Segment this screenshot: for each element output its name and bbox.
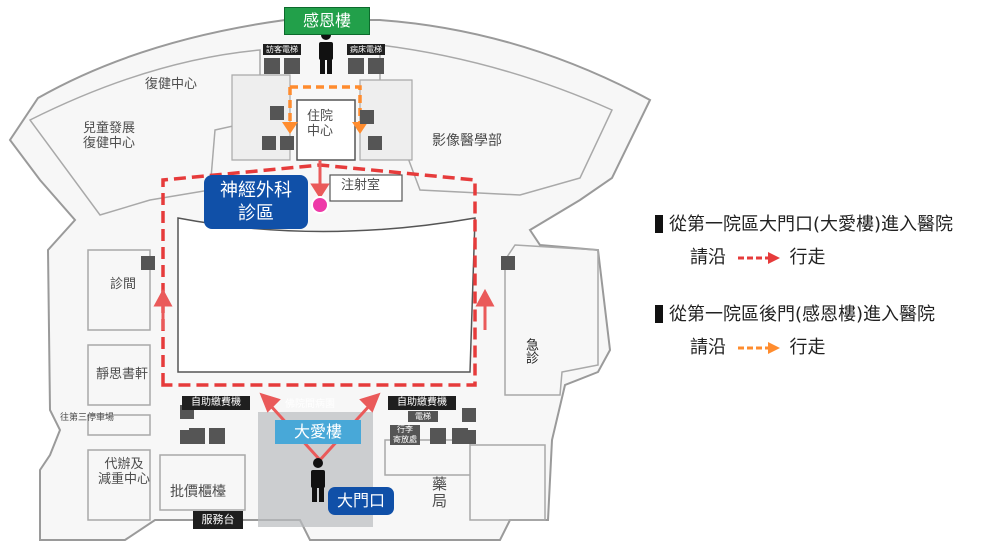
person-icon — [311, 458, 325, 502]
elevator-icon — [141, 58, 515, 444]
legend-item-back-gate: 從第一院區後門(感恩樓)進入醫院 — [655, 300, 935, 326]
service-desk-sign: 服務台 — [193, 511, 243, 529]
legend-post-text: 行走 — [789, 247, 826, 268]
payment-label: 代辦及 減重中心 — [98, 457, 151, 487]
buddhist-ward-label: 佛院間病園 — [285, 399, 335, 410]
pricing-label: 批價櫃檯 — [170, 484, 226, 500]
legend-item-back-gate-route: 請沿 行走 — [690, 333, 825, 359]
injection-label: 注射室 — [341, 178, 381, 193]
orange-route-arrows — [282, 122, 368, 134]
rehab-label: 復健中心 — [145, 77, 198, 92]
self-pay-sign-left: 自助繳費機 — [182, 396, 250, 410]
clinic-label: 診間 — [110, 277, 137, 292]
red-dashed-arrow-icon — [737, 252, 780, 264]
imaging-label: 影像醫學部 — [432, 133, 502, 149]
inpatient-label: 住院 中心 — [307, 109, 334, 139]
legend-main-gate-title: 從第一院區大門口(大愛樓)進入醫院 — [669, 214, 954, 235]
legend-item-main-gate-route: 請沿 行走 — [690, 243, 825, 269]
ward-elevator-sign: 病床電梯 — [347, 44, 385, 55]
injection-box — [329, 174, 403, 202]
parking-label: 往第三停車場 — [60, 413, 115, 423]
main-gate-tag: 大門口 — [328, 487, 394, 515]
gratitude-building-tag: 感恩樓 — [284, 7, 370, 35]
inner-walls — [28, 44, 614, 521]
self-pay-sign-right: 自助繳費機 — [388, 396, 456, 410]
pharmacy-label: 藥 局 — [432, 475, 448, 511]
legend-back-gate-title: 從第一院區後門(感恩樓)進入醫院 — [669, 304, 936, 325]
luggage-sign: 行李 寄放處 — [390, 425, 420, 445]
visitor-elevator-sign: 訪客電梯 — [263, 44, 301, 55]
destination-marker — [311, 196, 329, 214]
meditation-label: 靜思書軒 — [96, 367, 149, 382]
legend-bullet — [655, 305, 663, 323]
neuro-clinic-tag: 神經外科 診區 — [204, 175, 308, 229]
daai-building-tag: 大愛樓 — [275, 420, 361, 444]
red-route-loop — [161, 163, 477, 387]
emergency-label: 急診 — [522, 338, 538, 364]
legend-pre-text: 請沿 — [690, 247, 726, 268]
legend-item-main-gate: 從第一院區大門口(大愛樓)進入醫院 — [655, 210, 953, 236]
legend-pre-text: 請沿 — [690, 337, 726, 358]
red-route-arrows — [153, 160, 495, 462]
orange-dashed-arrow-icon — [737, 342, 780, 354]
legend-post-text: 行走 — [789, 337, 826, 358]
central-atrium — [177, 217, 476, 373]
elevator-sign: 電梯 — [408, 411, 438, 422]
child-rehab-label: 兒童發展 復健中心 — [83, 121, 136, 151]
inpatient-box — [296, 99, 356, 161]
legend-bullet — [655, 215, 663, 233]
